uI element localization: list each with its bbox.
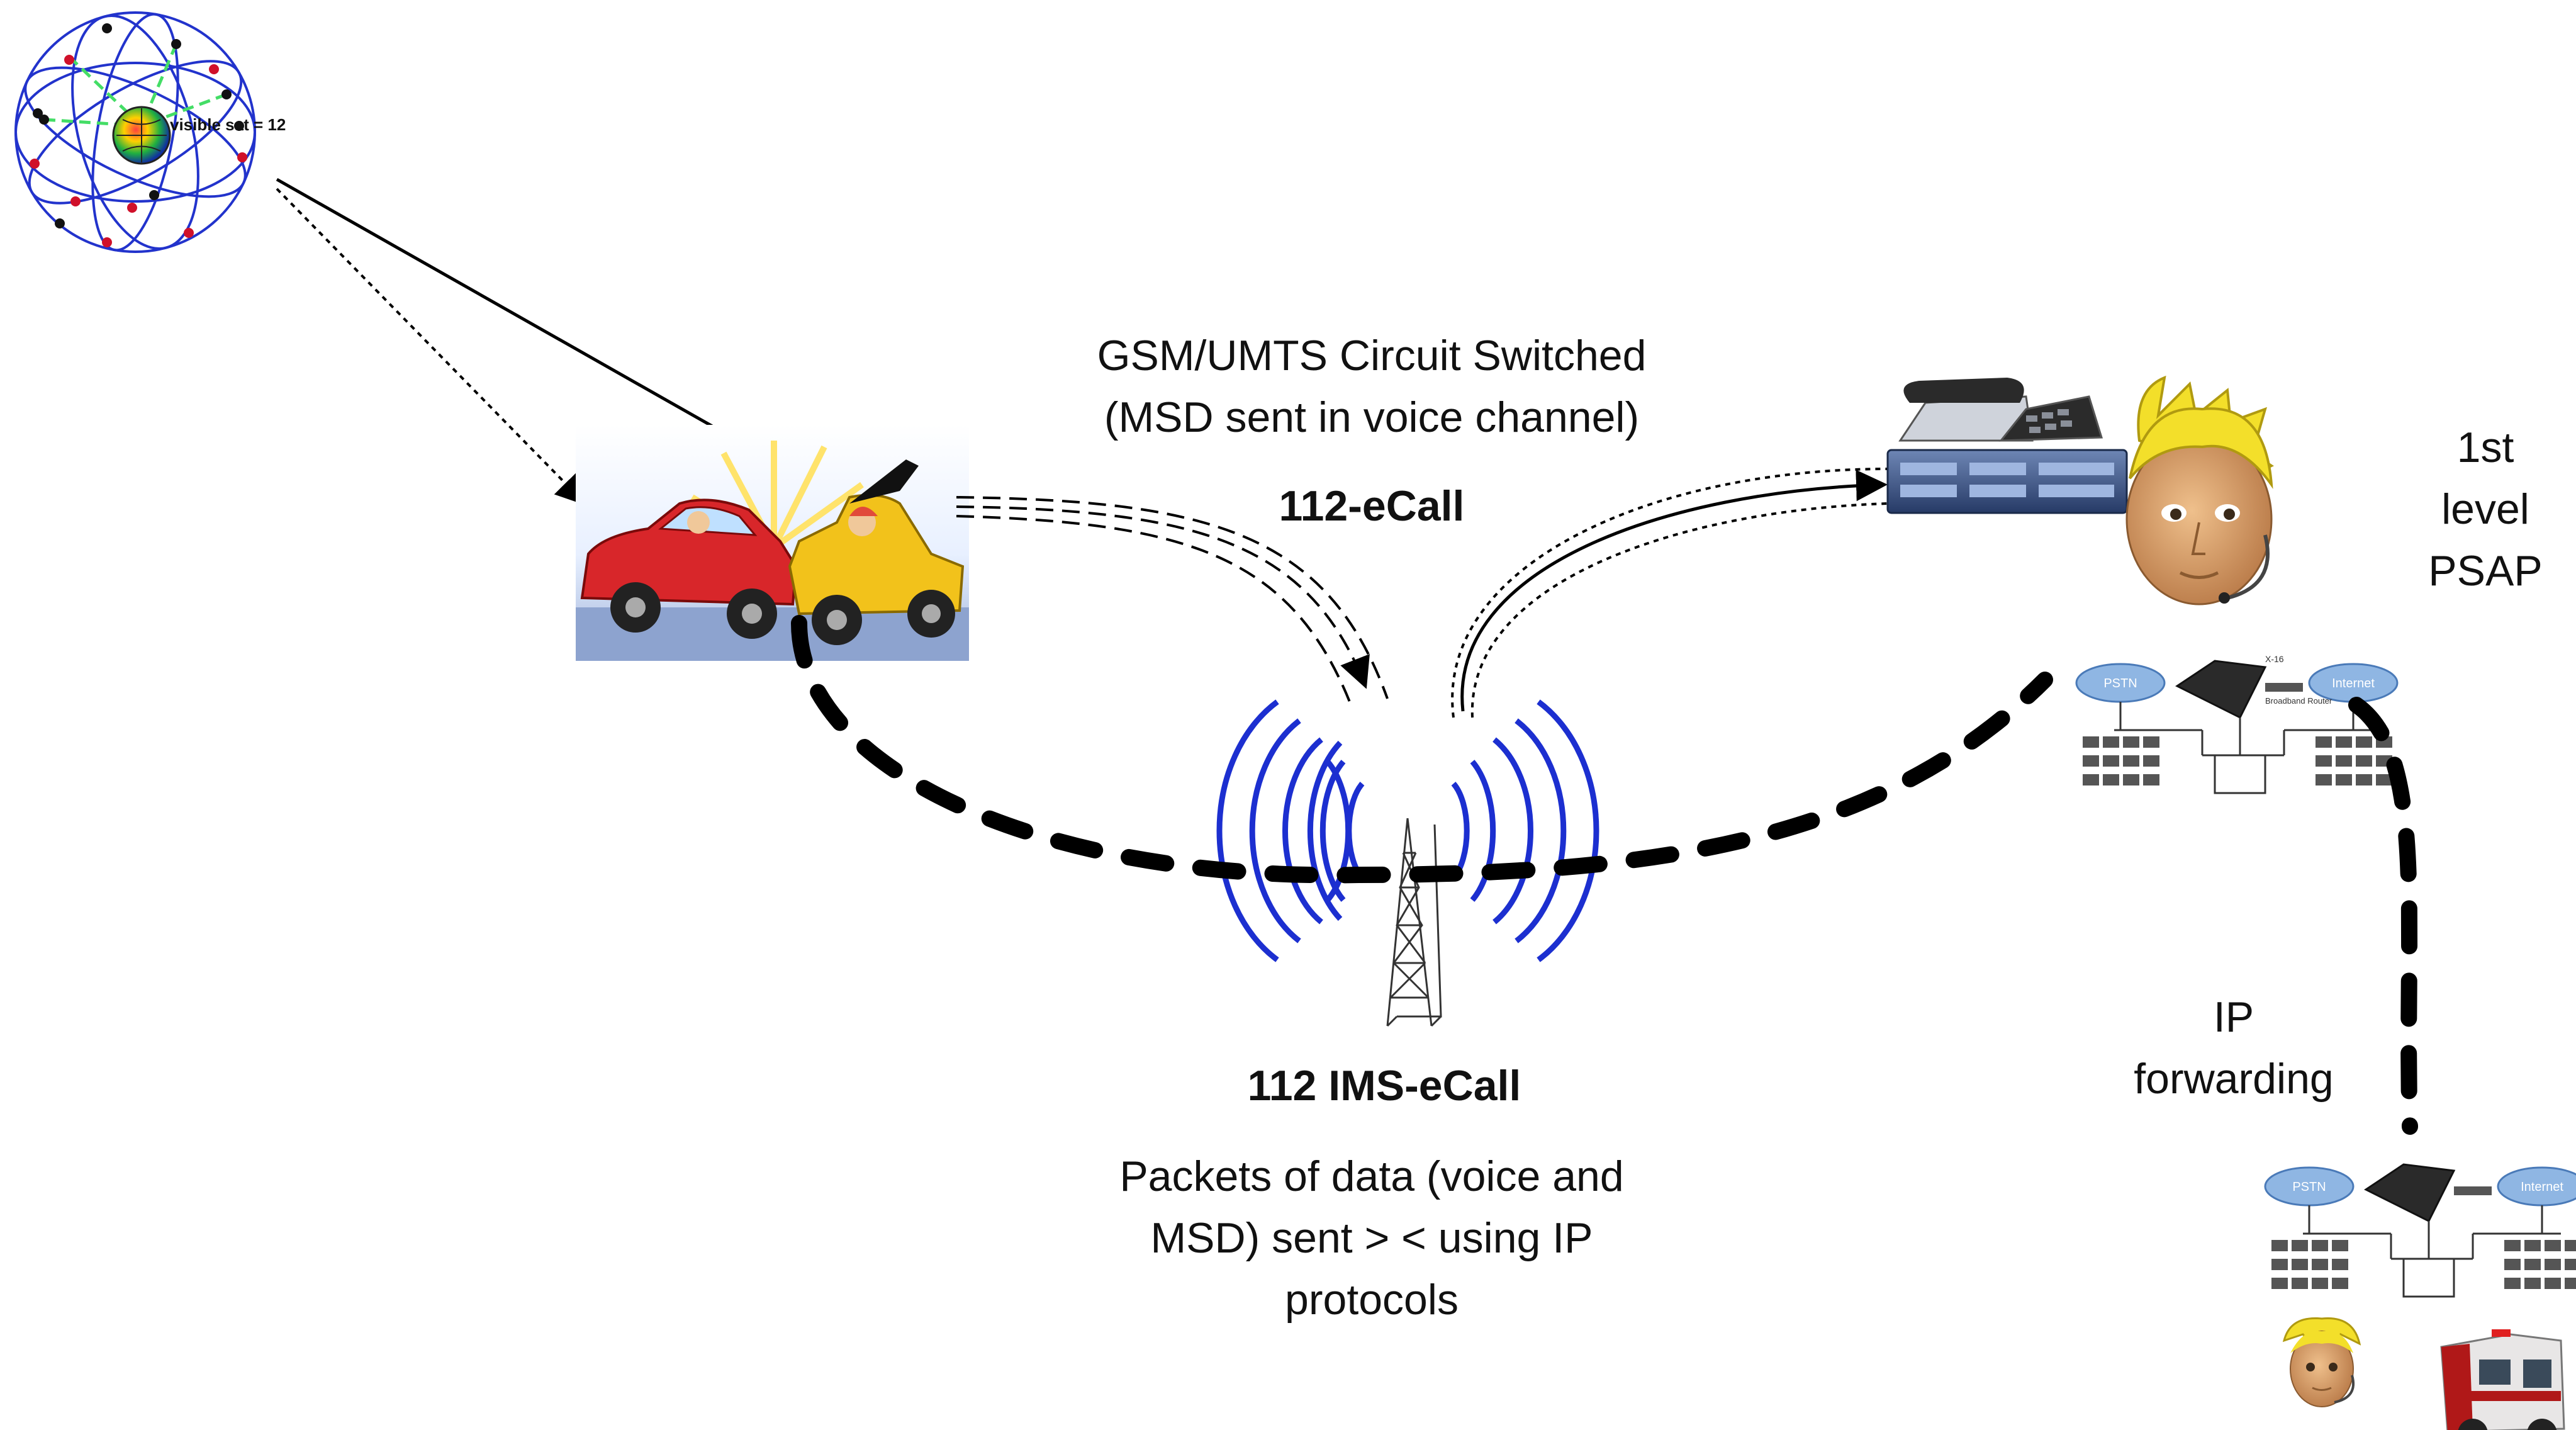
- psap-label-line-3: PSAP: [2428, 547, 2543, 595]
- psap-label-line-2: level: [2441, 485, 2529, 533]
- ambulance-icon: [2440, 1329, 2565, 1430]
- ip-forwarding-path: [2348, 697, 2418, 1135]
- ims-description-line-2: MSD) sent > < using IP: [1150, 1214, 1593, 1262]
- car-crash-illustration: [576, 425, 969, 661]
- router-label: Broadband Router: [2265, 696, 2332, 706]
- cs-title: GSM/UMTS Circuit Switched: [1097, 332, 1647, 380]
- ip-forwarding-line-2: forwarding: [2134, 1055, 2334, 1103]
- internet-cloud-label-2: Internet: [2521, 1180, 2563, 1194]
- psap-network-system-2: PSTN Internet: [2264, 1163, 2576, 1298]
- ip-forwarding-line-1: IP: [2213, 993, 2254, 1041]
- psap-operator-avatar: [2125, 375, 2274, 605]
- second-level-operator-avatar: [2282, 1317, 2361, 1407]
- ims-description: Packets of data (voice and MSD) sent > <…: [994, 1146, 1749, 1331]
- tower-to-psap-arrow: [1460, 470, 1888, 712]
- internet-cloud-label: Internet: [2332, 677, 2375, 690]
- ims-description-line-1: Packets of data (voice and: [1119, 1152, 1624, 1200]
- cell-tower-icon: [1216, 699, 1599, 1027]
- psap-network-system-1: PSTN Internet X-16 Broadband Router: [2075, 654, 2399, 794]
- ims-ecall-label: 112 IMS-eCall: [1247, 1062, 1521, 1110]
- ims-ecall-path: [791, 615, 2053, 884]
- cs-subtitle: (MSD sent in voice channel): [1104, 393, 1640, 441]
- visible-satellites-label: visible sat = 12: [170, 115, 286, 134]
- gps-signal-arrow-dotted: [276, 188, 588, 506]
- ecall-label: 112-eCall: [1279, 482, 1465, 530]
- psap-label-line-1: 1st: [2456, 424, 2514, 471]
- circuit-switched-label: GSM/UMTS Circuit Switched (MSD sent in v…: [994, 325, 1749, 448]
- pstn-cloud-label-2: PSTN: [2292, 1180, 2326, 1194]
- psap-level-label: 1st level PSAP: [2391, 417, 2576, 602]
- ip-forwarding-label: IP forwarding: [2045, 986, 2422, 1110]
- pstn-cloud-label: PSTN: [2103, 677, 2137, 690]
- ims-description-line-3: protocols: [1285, 1276, 1459, 1324]
- phone-system-icon: [1886, 378, 2128, 514]
- gps-constellation-icon: [14, 11, 256, 253]
- switch-label: X-16: [2265, 654, 2284, 664]
- circuit-switched-path: [956, 505, 1370, 689]
